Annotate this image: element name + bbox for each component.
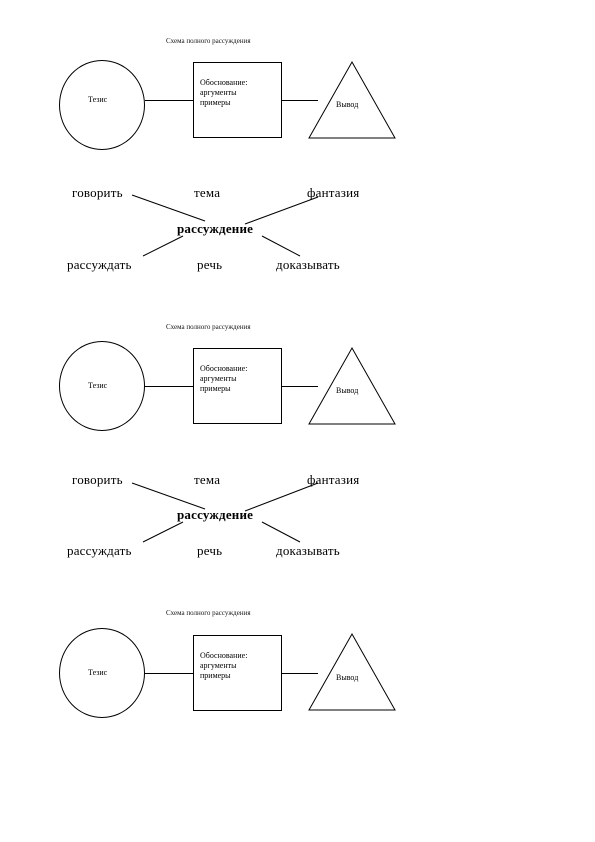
thesis-label: Тезис [88,668,108,677]
box-line-1: Обоснование: [200,651,248,660]
box-line-2: аргументы [200,374,237,383]
connector-line [282,386,318,387]
word-rassuzhdenie-center: рассуждение [177,221,254,236]
thesis-circle [59,60,145,150]
word-dokazyvat: доказывать [276,543,340,558]
justification-box [193,348,282,424]
word-cluster: говорить тема фантазия рассуждение рассу… [0,470,595,560]
scheme-title: Схема полного рассуждения [166,37,251,45]
thesis-circle [59,628,145,718]
word-rays [131,194,319,257]
box-line-1: Обоснование: [200,78,248,87]
word-rays [131,482,319,543]
word-tema: тема [194,185,221,200]
box-line-1: Обоснование: [200,364,248,373]
connector-line [145,100,193,101]
justification-label: Обоснование: аргументы примеры [200,364,275,394]
conclusion-triangle [308,632,396,711]
justification-box [193,62,282,138]
word-rassuzhdat: рассуждать [67,543,132,558]
word-fantaziya: фантазия [307,472,360,487]
word-rassuzhdat: рассуждать [67,257,132,272]
reasoning-scheme-1: Схема полного рассуждения Тезис Обоснова… [0,0,595,290]
thesis-label: Тезис [88,381,108,390]
conclusion-label: Вывод [336,386,359,395]
justification-box [193,635,282,711]
thesis-label: Тезис [88,95,108,104]
box-line-2: аргументы [200,661,237,670]
word-tema: тема [194,472,221,487]
word-rassuzhdenie-center: рассуждение [177,507,254,522]
box-line-3: примеры [200,98,231,107]
word-rech: речь [197,257,223,272]
thesis-circle [59,341,145,431]
conclusion-label: Вывод [336,100,359,109]
word-cluster: говорить тема фантазия рассуждение рассу… [0,183,595,273]
scheme-title: Схема полного рассуждения [166,323,251,331]
box-line-3: примеры [200,384,231,393]
conclusion-triangle [308,346,396,425]
conclusion-label: Вывод [336,673,359,682]
word-govorit: говорить [72,472,123,487]
justification-label: Обоснование: аргументы примеры [200,651,275,681]
reasoning-scheme-2: Схема полного рассуждения Тезис Обоснова… [0,286,595,576]
word-rech: речь [197,543,223,558]
conclusion-triangle [308,60,396,139]
box-line-2: аргументы [200,88,237,97]
justification-label: Обоснование: аргументы примеры [200,78,275,108]
box-line-3: примеры [200,671,231,680]
connector-line [282,100,318,101]
word-fantaziya: фантазия [307,185,360,200]
word-dokazyvat: доказывать [276,257,340,272]
reasoning-scheme-3: Схема полного рассуждения Тезис Обоснова… [0,573,595,723]
word-govorit: говорить [72,185,123,200]
connector-line [145,386,193,387]
connector-line [282,673,318,674]
connector-line [145,673,193,674]
scheme-title: Схема полного рассуждения [166,609,251,617]
